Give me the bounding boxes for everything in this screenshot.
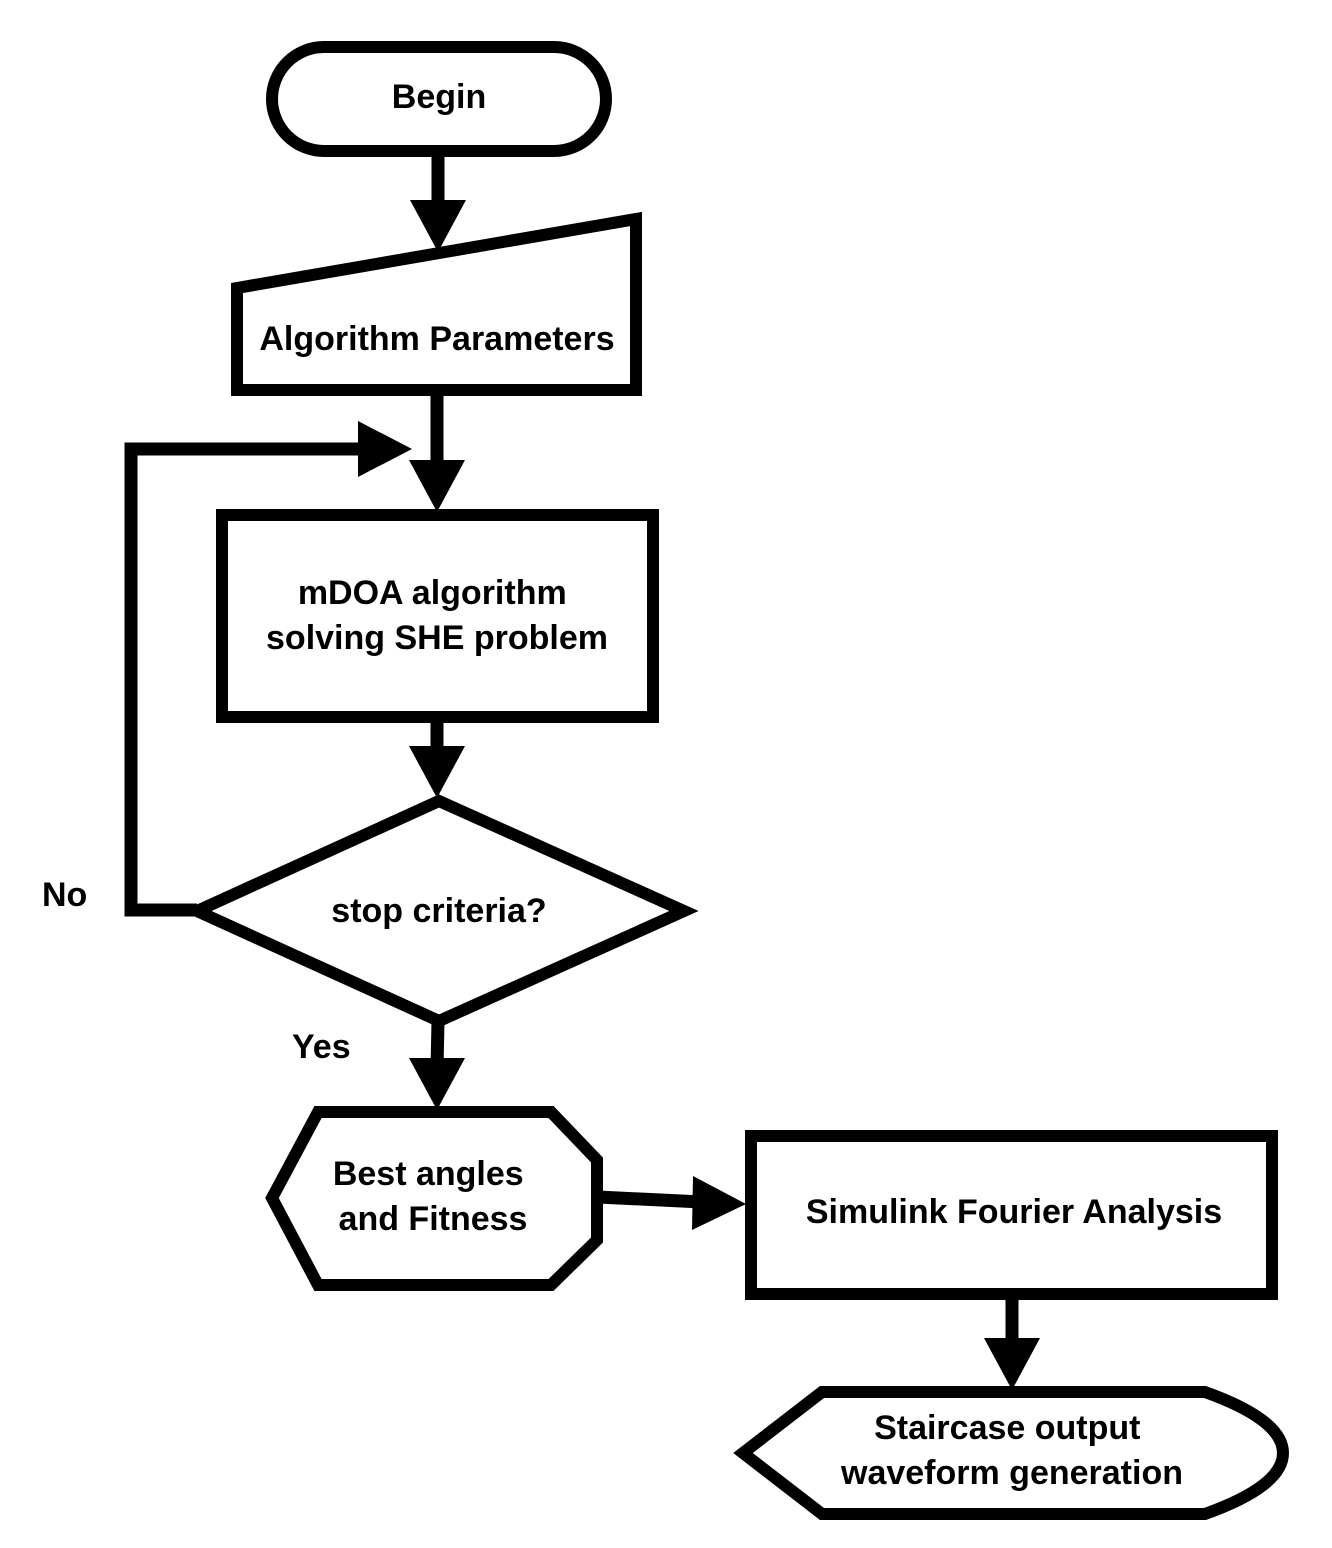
edge-best-to-simulink <box>597 1176 746 1230</box>
node-simulink-fourier-analysis: Simulink Fourier Analysis <box>745 1130 1278 1300</box>
node-begin: Begin <box>266 41 612 157</box>
node-stop-criteria-decision: stop criteria? <box>182 794 699 1028</box>
edge-decision-no-loop <box>124 421 412 917</box>
node-mdoa-algorithm: mDOA algorithm solving SHE problem <box>216 509 659 723</box>
edge-label-no: No <box>42 876 87 914</box>
node-params-label: Algorithm Parameters <box>259 320 614 358</box>
edge-label-yes: Yes <box>292 1028 351 1066</box>
node-simulink-label: Simulink Fourier Analysis <box>806 1193 1222 1231</box>
edge-algo-to-decision <box>409 718 465 798</box>
node-best-label: Best angles and Fitness <box>333 1155 533 1238</box>
edge-begin-to-params <box>410 152 466 252</box>
node-staircase-label: Staircase output waveform generation <box>840 1409 1183 1492</box>
node-algorithm-parameters: Algorithm Parameters <box>231 211 642 396</box>
node-best-angles-display: Best angles and Fitness <box>265 1106 603 1291</box>
edge-decision-yes-to-best <box>409 1021 465 1110</box>
node-decision-label: stop criteria? <box>331 892 546 930</box>
node-staircase-output-display: Staircase output waveform generation <box>733 1386 1290 1520</box>
node-algo-label: mDOA algorithm solving SHE problem <box>266 574 608 657</box>
edge-simulink-to-staircase <box>984 1296 1040 1390</box>
node-begin-label: Begin <box>392 78 486 116</box>
edge-params-to-algo <box>409 393 465 512</box>
